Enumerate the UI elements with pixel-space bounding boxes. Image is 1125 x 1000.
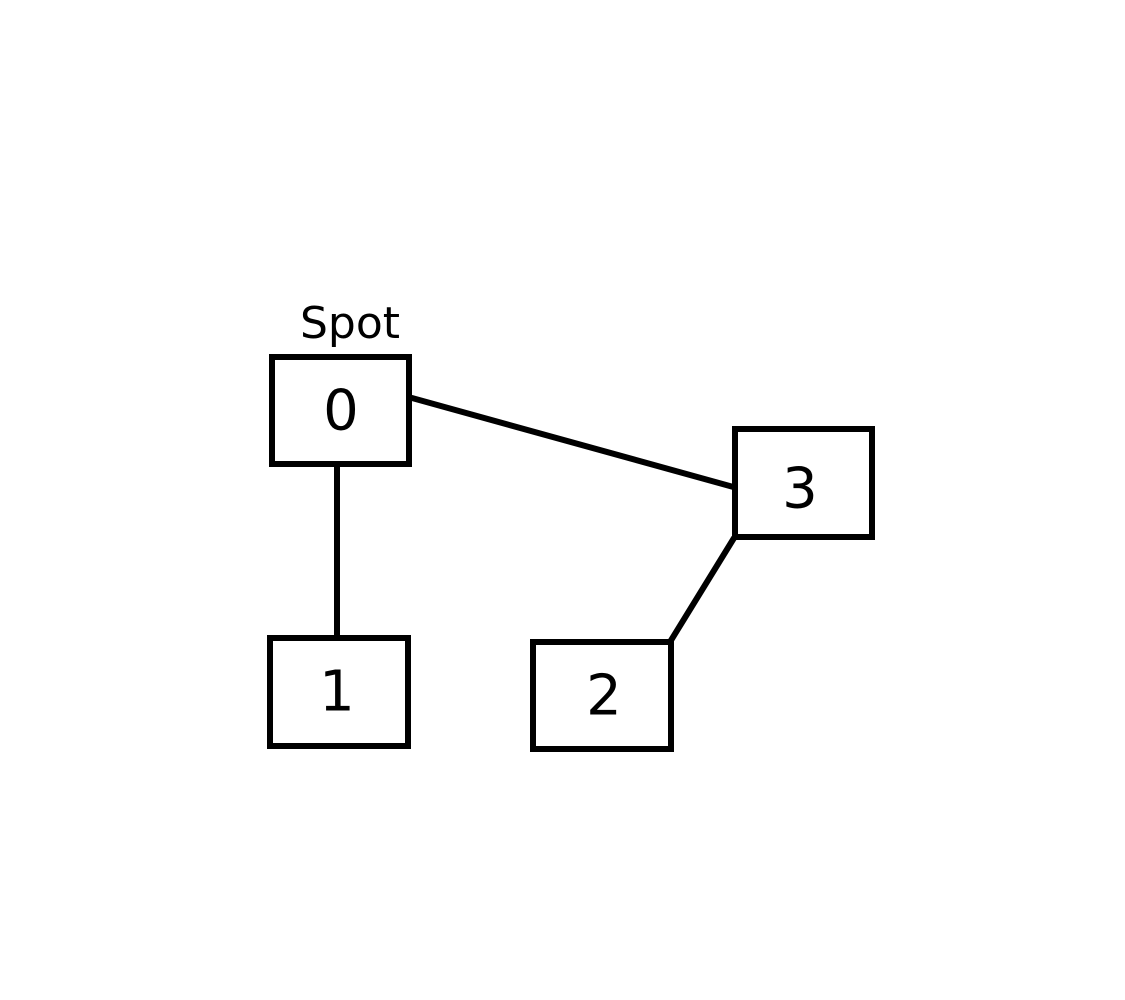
node-box	[269, 354, 412, 467]
node-box	[530, 639, 674, 752]
node-label: 3	[782, 457, 818, 522]
node-label: 1	[319, 660, 355, 725]
node-tag-spot: Spot	[300, 298, 400, 349]
node-2[interactable]: 2	[530, 639, 674, 752]
node-0[interactable]: 0 Spot	[269, 298, 412, 467]
node-box	[732, 426, 875, 540]
node-1[interactable]: 1	[267, 635, 411, 749]
node-3[interactable]: 3	[732, 426, 875, 540]
node-box	[267, 635, 411, 749]
edge-0-3	[409, 395, 740, 491]
node-label: 0	[323, 379, 359, 444]
node-label: 2	[586, 664, 622, 729]
edge-3-2	[667, 535, 737, 645]
